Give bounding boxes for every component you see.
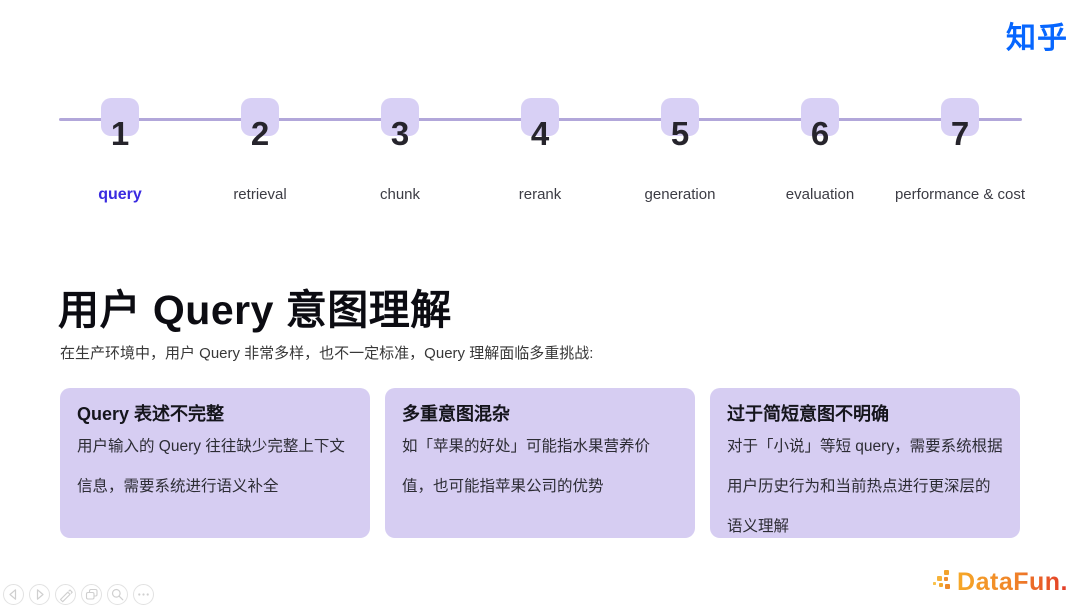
challenge-cards: Query 表述不完整 用户输入的 Query 往往缺少完整上下文信息，需要系统…	[60, 388, 1020, 538]
card-body: 如「苹果的好处」可能指水果营养价值，也可能指苹果公司的优势	[402, 438, 651, 496]
card-short-query: 过于简短意图不明确 对于「小说」等短 query，需要系统根据用户历史行为和当前…	[710, 388, 1020, 538]
card-mixed-intent: 多重意图混杂 如「苹果的好处」可能指水果营养价值，也可能指苹果公司的优势	[385, 388, 695, 538]
slide-sorter-icon	[81, 584, 102, 605]
magnifier-icon	[107, 584, 128, 605]
timeline-node-7: 7	[941, 98, 979, 150]
timeline-label-performance-cost: performance & cost	[894, 186, 1026, 203]
timeline-node-5: 5	[661, 98, 699, 150]
pen-icon	[55, 584, 76, 605]
card-body: 对于「小说」等短 query，需要系统根据用户历史行为和当前热点进行更深层的语义…	[727, 438, 1003, 536]
card-body: 用户输入的 Query 往往缺少完整上下文信息，需要系统进行语义补全	[77, 438, 345, 496]
step-number: 2	[250, 115, 270, 152]
timeline-label-evaluation: evaluation	[785, 186, 855, 203]
step-number: 4	[530, 115, 550, 152]
card-title: 过于简短意图不明确	[727, 404, 889, 424]
previous-slide-icon	[3, 584, 24, 605]
step-number: 1	[110, 115, 130, 152]
step-number: 7	[950, 115, 970, 152]
slideshow-controls	[3, 584, 154, 605]
step-number: 6	[810, 115, 830, 152]
step-number: 5	[670, 115, 690, 152]
more-options-button[interactable]	[133, 584, 154, 605]
timeline-node-3: 3	[381, 98, 419, 150]
datafun-logo: DataFun.	[931, 567, 1068, 598]
next-slide-icon	[29, 584, 50, 605]
timeline-node-2: 2	[241, 98, 279, 150]
timeline-label-retrieval: retrieval	[233, 186, 287, 203]
timeline-label-chunk: chunk	[379, 186, 421, 203]
zhihu-logo: 知乎	[1006, 22, 1068, 55]
datafun-pixels-icon	[931, 567, 957, 598]
card-query-incomplete: Query 表述不完整 用户输入的 Query 往往缺少完整上下文信息，需要系统…	[60, 388, 370, 538]
timeline-label-rerank: rerank	[518, 186, 562, 203]
zoom-button[interactable]	[107, 584, 128, 605]
timeline-node-4: 4	[521, 98, 559, 150]
step-number: 3	[390, 115, 410, 152]
next-slide-button[interactable]	[29, 584, 50, 605]
page-subtitle: 在生产环境中，用户 Query 非常多样，也不一定标准，Query 理解面临多重…	[60, 345, 594, 362]
ellipsis-icon	[133, 584, 154, 605]
card-title: Query 表述不完整	[77, 404, 225, 424]
timeline-node-1: 1	[101, 98, 139, 150]
slide-sorter-button[interactable]	[81, 584, 102, 605]
timeline-label-generation: generation	[644, 186, 716, 203]
page-title: 用户 Query 意图理解	[58, 287, 452, 333]
previous-slide-button[interactable]	[3, 584, 24, 605]
timeline-label-query: query	[98, 186, 142, 203]
timeline-node-6: 6	[801, 98, 839, 150]
card-title: 多重意图混杂	[402, 404, 510, 424]
datafun-wordmark: DataFun.	[957, 568, 1068, 596]
annotate-pen-button[interactable]	[55, 584, 76, 605]
